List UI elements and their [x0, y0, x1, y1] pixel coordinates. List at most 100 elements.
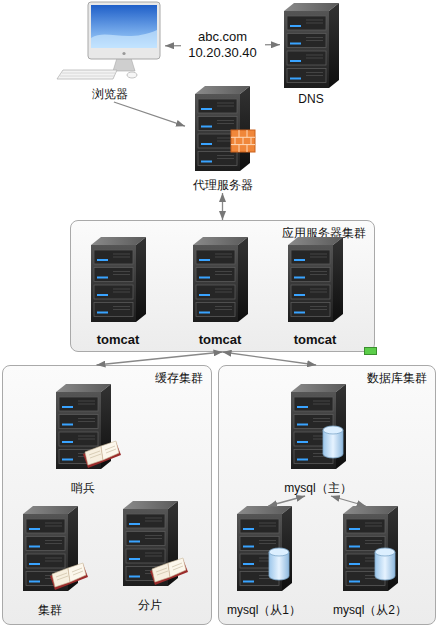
server-led — [243, 581, 254, 583]
server-grill — [310, 292, 327, 293]
server-icon — [91, 237, 146, 322]
server-icon — [343, 506, 398, 591]
server-led — [294, 259, 305, 261]
keyboard-keys — [60, 73, 115, 76]
server-led — [294, 312, 305, 314]
server-grill — [306, 37, 323, 38]
server-led — [129, 576, 140, 578]
node-label: 分片 — [115, 598, 185, 613]
server-grill — [145, 518, 162, 519]
server-led — [297, 441, 308, 443]
monitor-screen — [91, 5, 157, 48]
node-label: tomcat — [191, 332, 249, 347]
node-label: tomcat — [89, 332, 147, 347]
server-grill — [365, 540, 382, 541]
server-grill — [310, 309, 327, 310]
computer-icon — [55, 0, 165, 82]
server-grill — [310, 257, 327, 258]
server-icon — [23, 506, 78, 591]
server-node: 哨兵 — [48, 384, 118, 496]
monitor-logo — [122, 52, 125, 55]
node-label: 代理服务器 — [185, 178, 260, 193]
server-grill — [217, 155, 234, 156]
db-cylinder-top — [375, 548, 395, 556]
book-cover — [83, 442, 121, 468]
server-led — [29, 546, 40, 548]
server-side — [136, 237, 146, 322]
server-grill — [113, 309, 130, 310]
server-icon — [56, 384, 111, 469]
server-bay — [291, 250, 330, 264]
server-front — [91, 245, 136, 322]
connector-arrow — [268, 496, 305, 506]
server-led — [243, 528, 254, 530]
server-side — [240, 86, 250, 171]
node-label: tomcat — [286, 332, 344, 347]
server-bay — [291, 268, 330, 282]
server-icon — [91, 237, 146, 322]
server-bay — [26, 554, 65, 568]
server-grill — [215, 257, 232, 258]
server-icon — [23, 506, 78, 591]
status-mark — [364, 347, 377, 355]
server-grill — [217, 106, 234, 107]
server-bay — [59, 432, 98, 446]
server-led — [129, 541, 140, 543]
server-icon — [193, 237, 248, 322]
server-icon — [195, 86, 250, 171]
server-led — [290, 43, 301, 45]
server-led — [199, 294, 210, 296]
server-bay — [196, 268, 235, 282]
server-led — [199, 312, 210, 314]
node-label: 集群 — [15, 603, 85, 618]
server-grill — [217, 103, 234, 104]
server-bay — [240, 519, 279, 533]
server-grill — [113, 257, 130, 258]
server-icon — [284, 3, 339, 88]
firewall-icon — [231, 130, 255, 152]
server-led — [290, 60, 301, 62]
server-node: mysql（从2） — [327, 506, 413, 618]
server-bay — [126, 532, 165, 546]
monitor-frame — [88, 2, 160, 59]
edge-label: abc.com 10.20.30.40 — [181, 29, 265, 61]
server-bay — [291, 303, 330, 317]
server-led — [62, 424, 73, 426]
server-grill — [313, 418, 330, 419]
cluster-title: 数据库集群 — [367, 371, 427, 386]
server-led — [29, 563, 40, 565]
status-mark — [365, 348, 377, 355]
server-grill — [310, 254, 327, 255]
server-bay — [287, 69, 326, 83]
server-bay — [59, 397, 98, 411]
server-grill — [310, 271, 327, 272]
server-grill — [365, 543, 382, 544]
server-led — [290, 78, 301, 80]
book-page — [152, 563, 170, 582]
server-grill — [145, 538, 162, 539]
server-led — [129, 558, 140, 560]
connector-arrow — [223, 352, 317, 365]
server-led — [294, 277, 305, 279]
server-icon — [284, 3, 339, 88]
server-grill — [217, 158, 234, 159]
server-led — [62, 459, 73, 461]
mouse — [127, 72, 137, 78]
server-side — [238, 237, 248, 322]
server-led — [201, 161, 212, 163]
server-grill — [313, 401, 330, 402]
server-bay — [346, 519, 385, 533]
server-icon — [123, 501, 178, 586]
book-cover — [50, 564, 88, 590]
server-grill — [45, 526, 62, 527]
server-led — [97, 259, 108, 261]
server-icon — [291, 384, 346, 469]
server-grill — [310, 289, 327, 290]
node-label: mysql（从1） — [221, 603, 307, 618]
connector-arrow — [331, 496, 366, 506]
server-grill — [215, 274, 232, 275]
server-grill — [45, 561, 62, 562]
server-bay — [94, 250, 133, 264]
server-node: 集群 — [15, 506, 85, 618]
